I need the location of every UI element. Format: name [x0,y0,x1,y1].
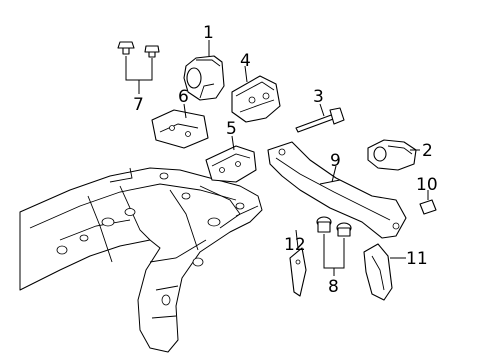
bracket-5 [205,135,257,183]
frame-rail [19,167,263,353]
callout-10: 10 [416,175,438,195]
crossmember-9 [267,141,407,239]
mount-bracket-4 [231,65,281,123]
callout-11: 11 [406,249,428,269]
callout-1: 1 [203,23,214,43]
small-bracket-12 [289,229,307,297]
bracket-11 [363,243,406,301]
callout-6: 6 [178,87,189,107]
callout-12: 12 [284,235,306,255]
isolator-pair-8 [316,216,352,276]
bolt-3 [295,103,345,133]
callout-labels: 1 2 3 4 5 6 7 8 9 10 11 12 [133,23,438,297]
bolt-10 [419,190,437,215]
callout-4: 4 [240,51,251,71]
transmission-mount-2 [367,139,420,171]
bolt-pair-7 [117,41,160,94]
callout-3: 3 [313,87,324,107]
callout-7: 7 [133,95,144,115]
callout-2: 2 [422,141,433,161]
callout-5: 5 [226,119,237,139]
callout-9: 9 [330,151,341,171]
engine-mount-1 [183,40,225,101]
mount-plate-6 [151,103,209,149]
callout-8: 8 [328,277,339,297]
